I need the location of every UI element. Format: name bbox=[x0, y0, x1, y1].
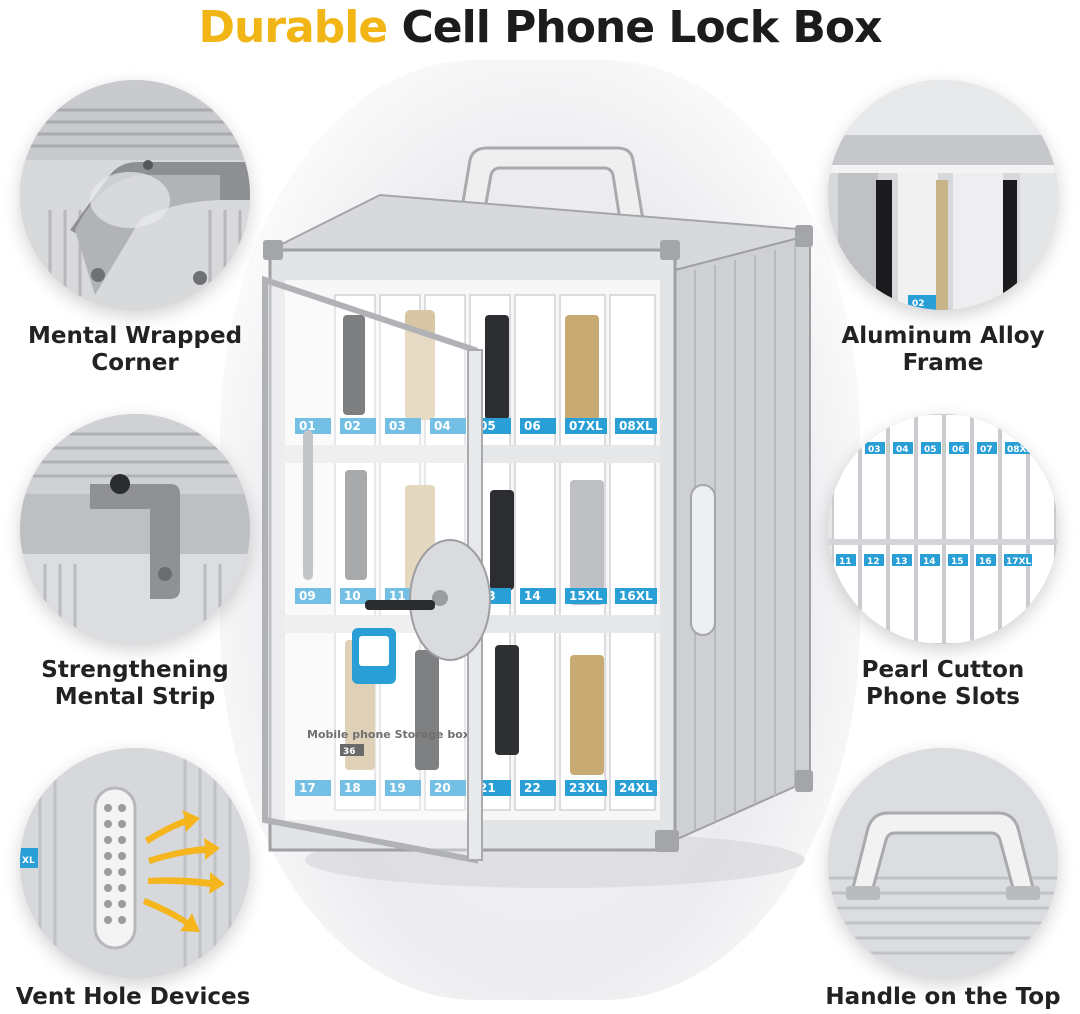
slot-detail-05: 05 bbox=[924, 445, 937, 455]
slot-label-bg bbox=[475, 780, 511, 796]
slot-detail-08xl: 08XL bbox=[1007, 445, 1032, 455]
caption-frame-line2: Frame bbox=[902, 350, 984, 376]
slot-label: 16XL bbox=[619, 589, 653, 603]
caption-vent-line1: Vent Hole Devices bbox=[15, 984, 251, 1010]
caption-corner-line2: Corner bbox=[91, 350, 179, 376]
slot-detail-03: 03 bbox=[868, 445, 881, 455]
slot-detail-11: 11 bbox=[839, 557, 852, 567]
metal-corner-icon bbox=[20, 80, 250, 310]
key[interactable] bbox=[365, 600, 435, 610]
slot-label: 14 bbox=[524, 589, 541, 603]
slot-label-bg bbox=[295, 588, 331, 604]
slot-label-bg bbox=[385, 780, 421, 796]
slot-label-bg bbox=[295, 780, 331, 796]
phone-slots-icon: 03 04 05 06 07 08XL 11 12 13 14 15 16 17… bbox=[828, 414, 1058, 644]
caption-handle: Handle on the Top bbox=[813, 984, 1073, 1011]
slot-label: 05 bbox=[479, 419, 496, 433]
box-print-line2: 36 bbox=[343, 747, 356, 757]
slot-label: 24XL bbox=[619, 781, 653, 795]
slot-detail-14: 14 bbox=[923, 557, 936, 567]
caption-corner-line1: Mental Wrapped bbox=[27, 323, 243, 349]
caption-slots-line1: Pearl Cutton bbox=[861, 657, 1025, 683]
slot-detail-07: 07 bbox=[980, 445, 993, 455]
slot-detail-12: 12 bbox=[867, 557, 880, 567]
caption-handle-line1: Handle on the Top bbox=[825, 984, 1061, 1010]
caption-vent: Vent Hole Devices bbox=[3, 984, 263, 1011]
caption-strip: Strengthening Mental Strip bbox=[5, 657, 265, 711]
metal-strip-icon bbox=[20, 414, 250, 644]
vent-hole-icon: XL bbox=[20, 748, 250, 978]
slot-detail-06: 06 bbox=[952, 445, 965, 455]
slot-label: 01 bbox=[299, 419, 316, 433]
slot-label: 19 bbox=[389, 781, 406, 795]
airflow-arrows bbox=[143, 810, 225, 932]
frame-slot-label: 02 bbox=[912, 299, 925, 309]
slot-label-bg bbox=[615, 418, 657, 434]
slot-label-bg bbox=[520, 588, 556, 604]
slot-label-bg bbox=[615, 780, 657, 796]
lock-box-product: 01020304050607XL08XL09101112131415XL16XL… bbox=[255, 140, 835, 920]
caption-slots-line2: Phone Slots bbox=[866, 684, 1020, 710]
slot-label: 09 bbox=[299, 589, 316, 603]
slot-label-bg bbox=[340, 418, 376, 434]
slot-label: 15XL bbox=[569, 589, 603, 603]
title-highlight: Durable bbox=[198, 2, 389, 53]
slot-label: 18 bbox=[344, 781, 361, 795]
caption-strip-line2: Mental Strip bbox=[54, 684, 216, 710]
slot-label: 03 bbox=[389, 419, 406, 433]
aluminum-frame-icon: 02 bbox=[828, 80, 1058, 310]
slot-label-bg bbox=[615, 588, 657, 604]
caption-strip-line1: Strengthening bbox=[41, 657, 229, 683]
slot-label: 21 bbox=[479, 781, 496, 795]
slot-label: 02 bbox=[344, 419, 361, 433]
slot-label: 08XL bbox=[619, 419, 653, 433]
caption-slots: Pearl Cutton Phone Slots bbox=[813, 657, 1073, 711]
side-vent bbox=[690, 484, 716, 636]
slot-label-bg bbox=[340, 780, 376, 796]
slot-label-bg bbox=[565, 588, 607, 604]
vent-slot-label: XL bbox=[22, 856, 35, 866]
slot-label-bg bbox=[430, 780, 466, 796]
slot-label: 11 bbox=[389, 589, 406, 603]
caption-frame-line1: Aluminum Alloy bbox=[841, 323, 1045, 349]
slot-label: 10 bbox=[344, 589, 361, 603]
page-title: Durable Cell Phone Lock Box bbox=[0, 0, 1080, 56]
handle-icon bbox=[828, 748, 1058, 978]
slot-label-bg bbox=[340, 588, 376, 604]
slot-label-bg bbox=[385, 418, 421, 434]
lock-box-illustration: 01020304050607XL08XL09101112131415XL16XL… bbox=[262, 146, 813, 888]
slot-detail-16: 16 bbox=[979, 557, 992, 567]
slot-detail-17xl: 17XL bbox=[1006, 557, 1031, 567]
slot-detail-13: 13 bbox=[895, 557, 908, 567]
caption-frame: Aluminum Alloy Frame bbox=[813, 323, 1073, 377]
slot-label: 23XL bbox=[569, 781, 603, 795]
slot-label-bg bbox=[520, 780, 556, 796]
slot-label-bg bbox=[565, 418, 607, 434]
slot-detail-15: 15 bbox=[951, 557, 964, 567]
slot-label: 22 bbox=[524, 781, 541, 795]
title-rest: Cell Phone Lock Box bbox=[401, 2, 883, 53]
slot-label: 04 bbox=[434, 419, 451, 433]
slot-label-bg bbox=[520, 418, 556, 434]
slot-label: 17 bbox=[299, 781, 316, 795]
slot-label: 07XL bbox=[569, 419, 603, 433]
slot-detail-04: 04 bbox=[896, 445, 909, 455]
slot-label-bg bbox=[475, 418, 511, 434]
slot-label: 20 bbox=[434, 781, 451, 795]
slot-label-bg bbox=[565, 780, 607, 796]
slot-label-bg bbox=[430, 418, 466, 434]
slot-label-bg bbox=[295, 418, 331, 434]
slot-label: 06 bbox=[524, 419, 541, 433]
caption-corner: Mental Wrapped Corner bbox=[5, 323, 265, 377]
box-print-line1: Mobile phone Storage box bbox=[307, 728, 470, 741]
